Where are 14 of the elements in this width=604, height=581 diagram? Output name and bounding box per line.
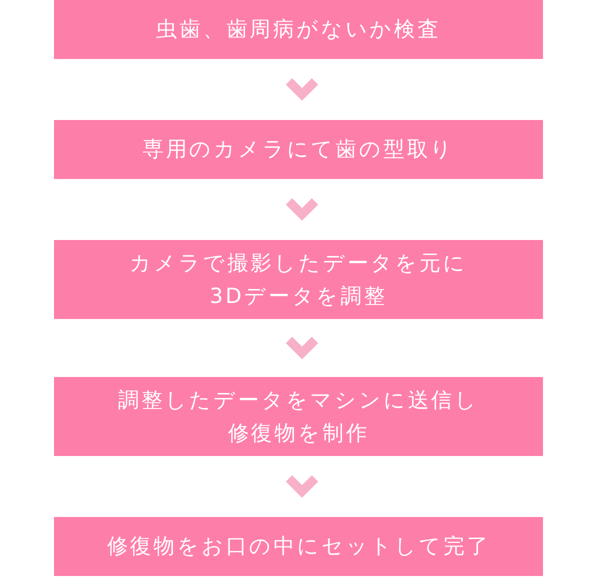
step-text: 調整したデータをマシンに送信し修復物を制作 xyxy=(117,386,480,446)
chevron-arrow xyxy=(286,198,318,221)
step-text: 修復物をお口の中にセットして完了 xyxy=(106,533,490,560)
step-box xyxy=(54,0,543,59)
step-text: 専用のカメラにて歯の型取り xyxy=(142,136,455,163)
step-box xyxy=(54,517,543,576)
chevron-arrow xyxy=(286,475,318,498)
step-text: カメラで撮影したデータを元に3Dデータを調整 xyxy=(128,250,468,310)
step-box xyxy=(54,377,543,456)
chevron-arrow xyxy=(286,78,318,101)
step-box xyxy=(54,120,543,179)
chevron-arrow xyxy=(286,336,318,360)
step-text: 虫歯、歯周病がないか検査 xyxy=(156,16,441,43)
step-box xyxy=(54,240,543,319)
